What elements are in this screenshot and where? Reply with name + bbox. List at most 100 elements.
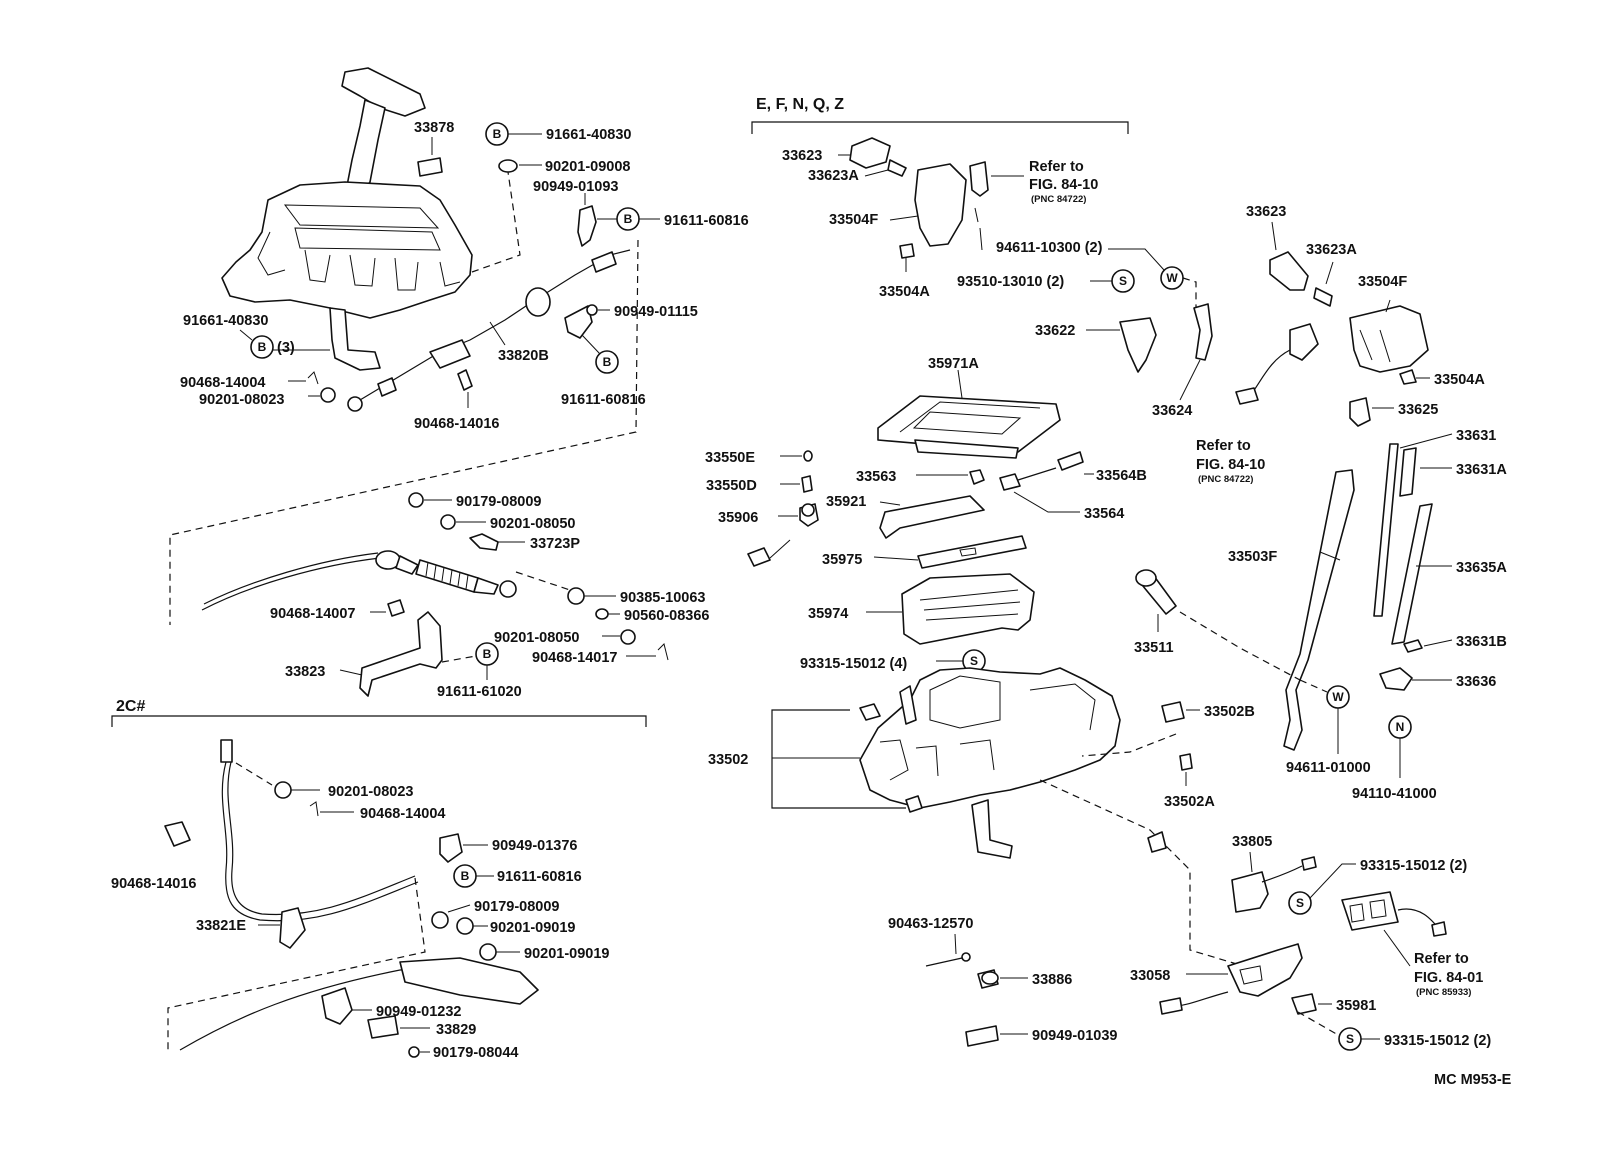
label-33623a-a: 33623A (808, 168, 859, 184)
label-33502a: 33502A (1164, 794, 1215, 810)
label-33550d: 33550D (706, 478, 757, 494)
label-35921: 35921 (826, 494, 866, 510)
label-33563: 33563 (856, 469, 896, 485)
label-90179-08009-a: 90179-08009 (456, 494, 541, 510)
label-93315-15012-4: 93315-15012 (4) (800, 656, 907, 672)
ref-fig-84-01: FIG. 84-01 (1414, 970, 1483, 986)
label-93510-13010: 93510-13010 (2) (957, 274, 1064, 290)
label-90201-08023-b: 90201-08023 (328, 784, 413, 800)
s-mark: S (1119, 274, 1127, 288)
label-90201-08023-a: 90201-08023 (199, 392, 284, 408)
label-90385-10063: 90385-10063 (620, 590, 705, 606)
ref-refer-to-c: Refer to (1414, 951, 1469, 967)
rod-group: W N (1135, 433, 1453, 778)
label-33622: 33622 (1035, 323, 1075, 339)
label-35971a: 35971A (928, 356, 979, 372)
group-2c-title: 2C# (116, 698, 145, 715)
label-91661-40830: 91661-40830 (546, 127, 631, 143)
ref-refer-to-b: Refer to (1196, 438, 1251, 454)
switch-group: S S (925, 851, 1447, 1051)
label-90201-08050-b: 90201-08050 (494, 630, 579, 646)
label-90949-01093: 90949-01093 (533, 179, 618, 195)
label-90949-01232: 90949-01232 (376, 1004, 461, 1020)
cable-icon (375, 550, 517, 598)
label-33636: 33636 (1456, 674, 1496, 690)
label-33502b: 33502B (1204, 704, 1255, 720)
n-mark: N (1396, 720, 1405, 734)
label-33623-a: 33623 (782, 148, 822, 164)
label-91611-60816-c: 91611-60816 (497, 869, 582, 885)
label-33878: 33878 (414, 120, 454, 136)
cable-icon (347, 249, 631, 412)
s-mark: S (1296, 896, 1304, 910)
label-33511: 33511 (1134, 640, 1174, 656)
label-90468-14016-b: 90468-14016 (111, 876, 196, 892)
label-35974: 35974 (808, 606, 848, 622)
w-mark: W (1166, 271, 1178, 285)
label-90179-08009-b: 90179-08009 (474, 899, 559, 915)
b-mark: B (461, 869, 470, 883)
nut-icon (905, 795, 923, 813)
label-94110-41000: 94110-41000 (1352, 786, 1437, 802)
b-mark: B (624, 212, 633, 226)
label-93315-15012-2b: 93315-15012 (2) (1384, 1033, 1491, 1049)
label-33829: 33829 (436, 1022, 476, 1038)
group-efnqz-title: E, F, N, Q, Z (756, 96, 844, 113)
label-93315-15012-2a: 93315-15012 (2) (1360, 858, 1467, 874)
label-90201-09019-a: 90201-09019 (490, 920, 575, 936)
label-33058: 33058 (1130, 968, 1170, 984)
bolt-icon (469, 533, 499, 551)
spring-icon (887, 159, 907, 177)
w-mark: W (1332, 690, 1344, 704)
label-33821e: 33821E (196, 918, 246, 934)
label-33631b: 33631B (1456, 634, 1507, 650)
label-33820b: 33820B (498, 348, 549, 364)
label-33624: 33624 (1152, 403, 1192, 419)
label-33635a: 33635A (1456, 560, 1507, 576)
label-90468-14004-b: 90468-14004 (360, 806, 445, 822)
label-90201-09019-b: 90201-09019 (524, 946, 609, 962)
label-35975: 35975 (822, 552, 862, 568)
ref-refer-to-a: Refer to (1029, 159, 1084, 175)
label-33623a-b: 33623A (1306, 242, 1357, 258)
knob-icon (849, 137, 891, 169)
label-90949-01039: 90949-01039 (1032, 1028, 1117, 1044)
label-33504a-b: 33504A (1434, 372, 1485, 388)
spring-icon (1057, 451, 1084, 471)
label-33805: 33805 (1232, 834, 1272, 850)
label-33564b: 33564B (1096, 468, 1147, 484)
right-knob-group (1235, 221, 1430, 427)
label-90201-08050-a: 90201-08050 (490, 516, 575, 532)
transmission-cable-assembly: B (201, 492, 669, 697)
cable-2c-assembly: B (164, 739, 539, 1058)
spring-icon (1399, 447, 1417, 497)
shift-lever-icon (341, 67, 426, 201)
bracket-icon (329, 307, 381, 371)
label-33631a: 33631A (1456, 462, 1507, 478)
label-91611-61020: 91611-61020 (437, 684, 522, 700)
s-mark: S (1346, 1032, 1354, 1046)
housing-icon (877, 395, 1061, 453)
label-90468-14007: 90468-14007 (270, 606, 355, 622)
label-90949-01376: 90949-01376 (492, 838, 577, 854)
ref-pnc-85933: (PNC 85933) (1416, 987, 1471, 998)
b-mark: B (493, 127, 502, 141)
label-33823: 33823 (285, 664, 325, 680)
b-mark: B (258, 340, 267, 354)
label-qty-3: (3) (277, 340, 295, 356)
label-90560-08366: 90560-08366 (624, 608, 709, 624)
label-90468-14017: 90468-14017 (532, 650, 617, 666)
label-33504f-b: 33504F (1358, 274, 1407, 290)
label-35981: 35981 (1336, 998, 1376, 1014)
label-90949-01115: 90949-01115 (614, 304, 698, 320)
ref-pnc-84722-a: (PNC 84722) (1031, 194, 1086, 205)
footer-code: MC M953-E (1434, 1072, 1512, 1088)
center-shifter-assembly: S (747, 369, 1241, 966)
label-35906: 35906 (718, 510, 758, 526)
label-33625: 33625 (1398, 402, 1438, 418)
knob-group-efnqz: W S (838, 137, 1213, 401)
label-90201-09008: 90201-09008 (545, 159, 630, 175)
nut-icon (1399, 369, 1417, 385)
s-mark: S (970, 654, 978, 668)
